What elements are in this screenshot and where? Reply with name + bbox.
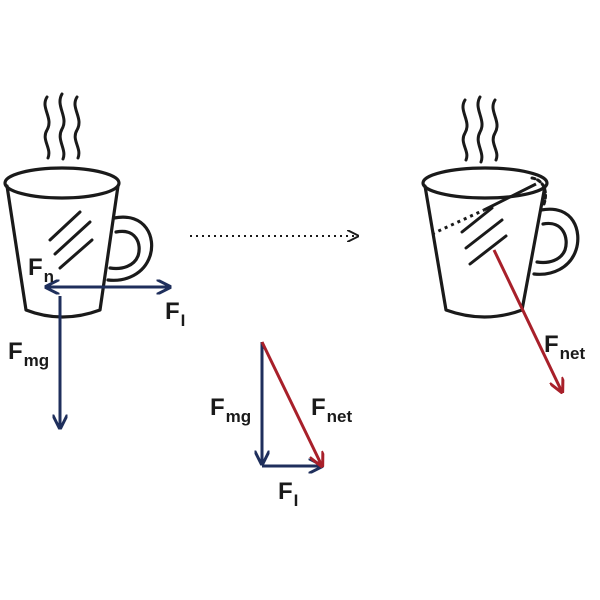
left-mug-icon [3,166,154,319]
label-inertia-triangle: FI [278,478,299,510]
right-mug-icon [421,166,580,319]
label-inertia-left: FI [165,298,186,330]
spill-curve [530,176,547,206]
right-steam-icon [461,95,499,164]
right-glare-icon [460,206,508,266]
net-arrow-right [492,249,562,392]
label-net-right: Fnet [544,331,586,363]
liquid-surface-solid [483,182,537,212]
label-gravity-left: Fmg [8,338,50,370]
left-steam-icon [43,92,81,161]
label-net-triangle: Fnet [311,394,353,426]
label-gravity-triangle: Fmg [210,394,252,426]
liquid-surface-dashed [431,208,485,236]
label-normal-left: Fn [28,254,55,286]
left-glare-icon [48,210,94,270]
net-arrow-triangle [260,341,322,466]
